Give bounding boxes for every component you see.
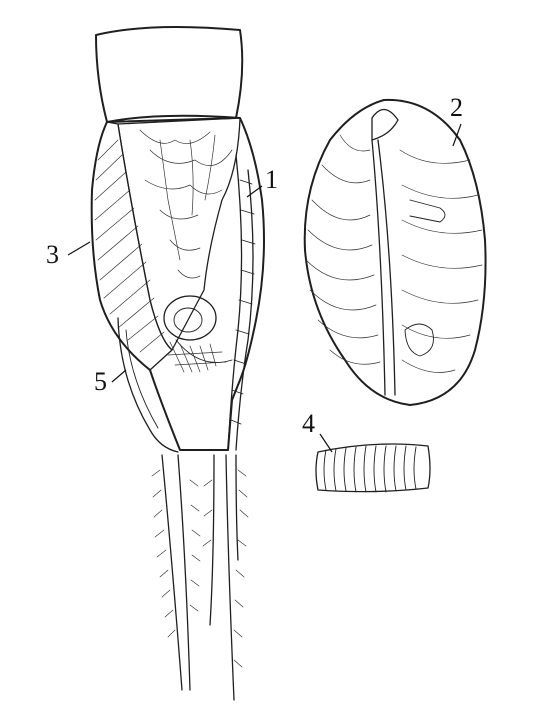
leader-1 (246, 185, 263, 198)
right-shell-specimen (303, 98, 487, 406)
label-3: 3 (46, 240, 59, 269)
leader-5 (111, 369, 127, 383)
ringed-segment (315, 443, 431, 493)
label-2: 2 (450, 93, 463, 122)
leader-4 (319, 433, 333, 453)
leader-3 (67, 241, 91, 256)
left-specimen-body (90, 114, 265, 453)
label-4: 4 (302, 409, 315, 438)
leader-2 (452, 123, 462, 147)
label-1: 1 (265, 165, 278, 194)
abdomen-stump (95, 25, 244, 123)
caudal-setae (151, 454, 249, 701)
label-5: 5 (94, 367, 107, 396)
